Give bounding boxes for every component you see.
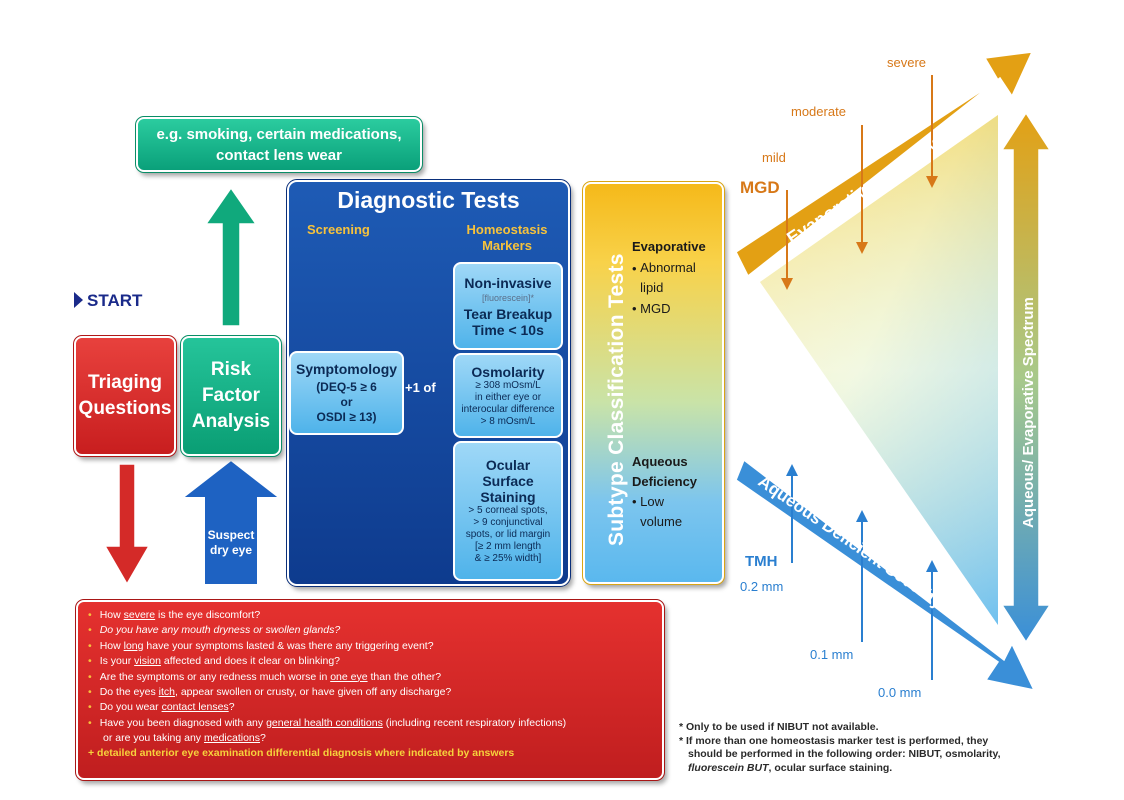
screening-label: Screening (307, 222, 370, 237)
test-title: Osmolarity (471, 363, 545, 380)
test-line: Tear Breakup (463, 305, 553, 322)
symptomology-box: Symptomology (DEQ-5 ≥ 6 or OSDI ≥ 13) (289, 351, 404, 435)
aqueous-item: • Low volume (632, 492, 697, 532)
test-line: & ≥ 25% width] (474, 553, 542, 564)
test-line: [fluorescein]* (481, 292, 535, 303)
tmh-0-2-label: 0.2 mm (740, 579, 784, 594)
tmh-0-0-arrow (926, 560, 938, 680)
question-item: How severe is the eye discomfort? (88, 608, 662, 623)
tmh-0-1-arrow (856, 510, 868, 642)
symptomology-title: Symptomology (295, 361, 398, 377)
triage-line-2: Questions (78, 398, 172, 419)
evaporative-item: • Abnormal lipid (632, 258, 710, 298)
spectrum-label: Aqueous/ Evaporative Spectrum (1020, 297, 1037, 528)
risk-factor-analysis-box: Risk Factor Analysis (180, 335, 282, 457)
footnote-2: * If more than one homeostasis marker te… (679, 734, 989, 747)
aqueous-severity-arrow (735, 458, 1036, 692)
aqueous-deficiency-subtype: Aqueous Deficiency • Low volume (632, 452, 697, 532)
risk-line-1: Risk (210, 359, 252, 380)
severe-level-arrow (926, 75, 938, 188)
start-label: START (74, 291, 142, 311)
test-line: > 5 corneal spots, (468, 505, 548, 516)
example-line-1: e.g. smoking, certain medications, (156, 125, 402, 143)
moderate-label: moderate (791, 104, 846, 119)
test-line: [≥ 2 mm length (474, 541, 542, 552)
test-line: in either eye or (474, 391, 542, 403)
play-icon (74, 292, 83, 308)
mgd-label: MGD (740, 178, 780, 197)
test-title: Non-invasive (464, 274, 552, 291)
evaporative-item-text: Abnormal lipid (640, 260, 696, 295)
risk-line-3: Analysis (191, 411, 271, 432)
aqueous-title-2: Deficiency (632, 474, 698, 489)
suspect-line-1: Suspect (207, 528, 255, 542)
questions-footer: + detailed anterior eye examination diff… (88, 747, 515, 760)
homeostasis-markers-label: Homeostasis Markers (448, 222, 566, 254)
diagnostic-tests-title: Diagnostic Tests (337, 187, 520, 213)
blue-up-arrow (179, 458, 283, 586)
moderate-level-arrow (856, 125, 868, 254)
risk-factor-examples-box: e.g. smoking, certain medications, conta… (135, 116, 423, 173)
red-down-arrow (103, 463, 151, 586)
aqueous-item-text: Low volume (640, 494, 683, 529)
footnotes: * Only to be used if NIBUT not available… (679, 721, 1001, 775)
question-item: Do you have any mouth dryness or swollen… (88, 623, 662, 638)
spectrum-double-arrow (1000, 111, 1052, 644)
footnote-italic: fluorescein BUT (688, 761, 769, 774)
suspect-line-2: dry eye (209, 543, 253, 557)
nibut-test-box: Non-invasive [fluorescein]* Tear Breakup… (453, 262, 563, 350)
symptomology-line: OSDI ≥ 13) (316, 410, 377, 424)
evaporative-item: • MGD (632, 301, 671, 316)
symptomology-line: or (340, 395, 353, 409)
severity-triangle-overlay (760, 115, 998, 625)
test-line: > 9 conjunctival (473, 517, 543, 528)
footnote-2-cont2: fluorescein BUT, ocular surface staining… (679, 762, 1001, 776)
green-up-arrow (204, 186, 258, 327)
question-item: Have you been diagnosed with any general… (88, 716, 662, 731)
test-line: Time < 10s (472, 321, 544, 338)
question-item: Are the symptoms or any redness much wor… (88, 670, 662, 685)
mild-level-arrow (781, 190, 793, 290)
risk-line-2: Factor (201, 385, 261, 406)
plus-one-of-label: +1 of (405, 380, 436, 395)
test-line: spots, or lid margin (465, 529, 551, 540)
triaging-questions-box: Triaging Questions (73, 335, 177, 457)
test-line: > 8 mOsm/L (480, 415, 536, 427)
question-continuation: or are you taking any medications? (103, 732, 266, 745)
question-item: Do you wear contact lenses? (88, 700, 662, 715)
question-item: Do the eyes itch, appear swollen or crus… (88, 685, 662, 700)
evaporative-subtype: Evaporative • Abnormal lipid • MGD (632, 236, 710, 320)
test-line: ≥ 308 mOsm/L (475, 379, 541, 391)
osmolarity-test-box: Osmolarity ≥ 308 mOsm/L in either eye or… (453, 353, 563, 438)
footnote-tail: , ocular surface staining. (768, 761, 893, 774)
tmh-0-1-label: 0.1 mm (810, 647, 854, 662)
evaporative-title: Evaporative (632, 239, 706, 254)
subtype-classification-panel (582, 181, 725, 585)
severe-label: severe (887, 55, 927, 70)
triaging-questions-list: How severe is the eye discomfort? Do you… (75, 599, 665, 781)
evaporative-severity-arrow (735, 51, 1034, 278)
tmh-label: TMH (745, 553, 778, 570)
homeostasis-line-1: Homeostasis (466, 222, 548, 237)
evaporative-item-text: MGD (640, 301, 671, 316)
footnote-2-cont: should be performed in the following ord… (688, 748, 1001, 760)
ocular-surface-staining-box: Ocular Surface Staining > 5 corneal spot… (453, 441, 563, 581)
homeostasis-line-2: Markers (482, 238, 532, 253)
question-item: How long have your symptoms lasted & was… (88, 639, 662, 654)
footnote-1: * Only to be used if NIBUT not available… (679, 721, 879, 733)
symptomology-line: (DEQ-5 ≥ 6 (316, 380, 377, 394)
tmh-0-0-label: 0.0 mm (878, 685, 922, 700)
triage-line-1: Triaging (88, 372, 162, 393)
example-line-2: contact lens wear (216, 146, 342, 164)
question-item: Is your vision affected and does it clea… (88, 654, 662, 669)
aqueous-title-1: Aqueous (632, 454, 688, 469)
tmh-0-2-arrow (786, 464, 798, 563)
test-line: interocular difference (461, 403, 555, 415)
mild-label: mild (762, 150, 786, 165)
suspect-dry-eye-label: Suspect dry eye (204, 528, 258, 558)
test-title: Ocular Surface Staining (480, 457, 536, 505)
